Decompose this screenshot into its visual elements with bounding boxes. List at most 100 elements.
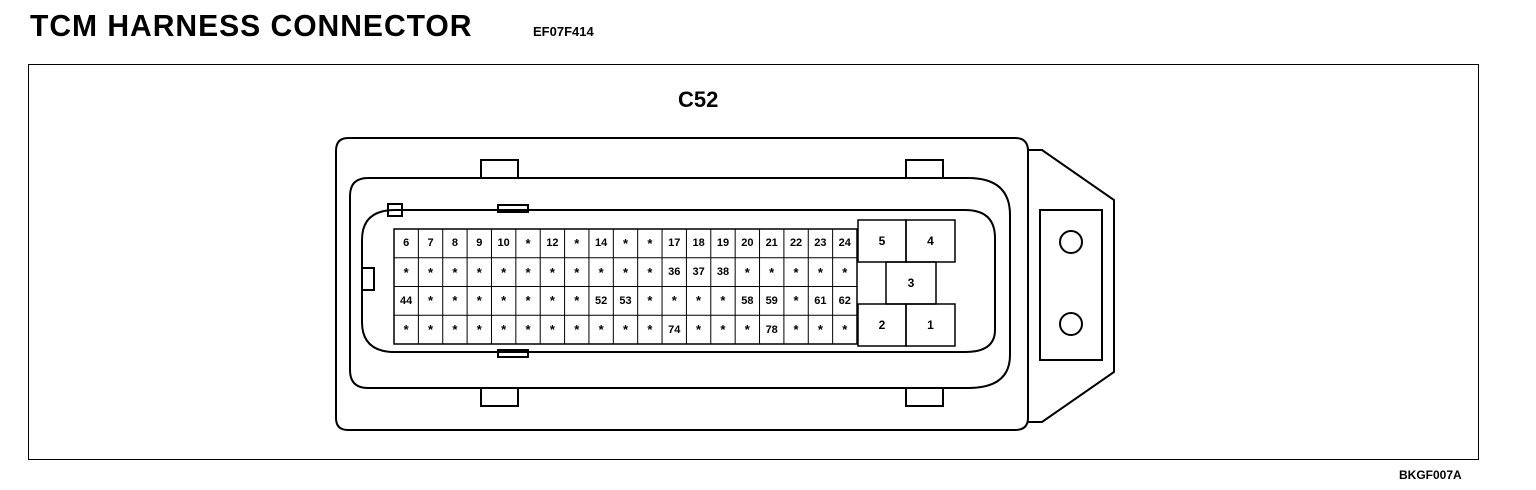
pin-unused: *	[598, 322, 604, 338]
pin-17: 17	[668, 237, 681, 250]
pin-44: 44	[400, 294, 413, 307]
pin-unused: *	[671, 293, 677, 309]
pin-19: 19	[716, 237, 730, 250]
mounting-plate	[1039, 209, 1103, 361]
key-left-side	[361, 267, 375, 291]
pin-unused: *	[696, 293, 702, 309]
pin-unused: *	[842, 322, 848, 338]
pin-38: 38	[716, 266, 730, 279]
pin-unused: *	[403, 322, 409, 338]
pin-unused: *	[744, 322, 750, 338]
pin-78: 78	[765, 323, 778, 336]
pin-unused: *	[501, 264, 507, 280]
inner-shell	[349, 177, 1011, 389]
pin-unused: *	[525, 322, 531, 338]
pin-5: 5	[878, 234, 886, 248]
pin-unused: *	[525, 235, 531, 251]
key-top-center	[497, 204, 529, 213]
pin-unused: *	[622, 235, 629, 251]
pin-block-1	[905, 303, 956, 347]
pin-unused: *	[428, 293, 434, 309]
pin-unused: *	[647, 322, 653, 338]
latch-tab-top-left	[480, 159, 519, 178]
pin-unused: *	[622, 264, 629, 280]
pin-unused: *	[549, 293, 555, 309]
pin-53: 53	[619, 294, 632, 307]
pin-52: 52	[594, 294, 608, 307]
pin-unused: *	[428, 322, 434, 338]
latch-tab-bottom-left	[480, 388, 519, 407]
pin-61: 61	[814, 294, 827, 307]
pin-unused: *	[622, 322, 629, 338]
pin-74: 74	[668, 323, 681, 336]
pin-9: 9	[476, 237, 483, 250]
pin-23: 23	[814, 237, 827, 250]
pin-unused: *	[574, 322, 580, 338]
pin-10: 10	[497, 237, 510, 250]
document-code: EF07F414	[533, 24, 594, 39]
diagram-frame	[28, 64, 1479, 460]
pin-1: 1	[927, 318, 934, 332]
pin-unused: *	[817, 322, 823, 338]
latch-tab-bottom-right	[905, 388, 944, 407]
pin-unused: *	[501, 322, 507, 338]
pin-62: 62	[838, 294, 851, 307]
pin-6: 6	[403, 237, 410, 250]
mounting-hole-bottom	[1059, 312, 1083, 336]
pin-2: 2	[878, 318, 886, 332]
pin-58: 58	[741, 294, 754, 307]
side-flange	[1028, 149, 1115, 423]
pin-unused: *	[647, 293, 653, 309]
pin-21: 21	[765, 237, 778, 250]
pin-cavity	[361, 209, 996, 353]
pin-unused: *	[720, 293, 726, 309]
key-bottom-center	[497, 349, 529, 358]
pin-unused: *	[525, 264, 531, 280]
figure-code: BKGF007A	[1399, 468, 1462, 482]
pin-59: 59	[765, 294, 778, 307]
pin-unused: *	[744, 264, 750, 280]
pin-unused: *	[476, 293, 482, 309]
pin-18: 18	[692, 237, 705, 250]
pin-unused: *	[452, 322, 458, 338]
pin-unused: *	[647, 264, 653, 280]
pin-unused: *	[817, 264, 823, 280]
pin-unused: *	[501, 293, 507, 309]
pin-unused: *	[793, 264, 799, 280]
page-title: TCM HARNESS CONNECTOR	[30, 8, 473, 43]
key-left-top	[387, 203, 403, 217]
pin-unused: *	[476, 322, 482, 338]
pin-unused: *	[793, 322, 799, 338]
pin-unused: *	[842, 264, 848, 280]
pin-22: 22	[789, 237, 803, 250]
pin-unused: *	[574, 293, 580, 309]
pin-unused: *	[476, 264, 482, 280]
pin-12: 12	[546, 237, 559, 250]
pin-20: 20	[741, 237, 754, 250]
pin-4: 4	[927, 234, 934, 248]
pin-unused: *	[598, 264, 604, 280]
latch-tab-top-right	[905, 159, 944, 178]
pin-36: 36	[668, 266, 681, 279]
pin-unused: *	[574, 235, 580, 251]
pin-unused: *	[452, 264, 458, 280]
pin-unused: *	[403, 264, 409, 280]
pin-14: 14	[594, 237, 608, 250]
pin-unused: *	[549, 322, 555, 338]
pin-24: 24	[838, 237, 851, 250]
pin-unused: *	[769, 264, 775, 280]
pin-unused: *	[720, 322, 726, 338]
pin-unused: *	[793, 293, 799, 309]
pin-8: 8	[451, 237, 458, 250]
pin-unused: *	[696, 322, 702, 338]
connector-id: C52	[678, 87, 719, 112]
pin-unused: *	[549, 264, 555, 280]
pin-3: 3	[907, 276, 915, 290]
pin-unused: *	[574, 264, 580, 280]
mounting-hole-top	[1059, 230, 1083, 254]
pin-unused: *	[525, 293, 531, 309]
pin-unused: *	[452, 293, 458, 309]
pin-unused: *	[647, 235, 653, 251]
housing-outline	[335, 137, 1029, 431]
